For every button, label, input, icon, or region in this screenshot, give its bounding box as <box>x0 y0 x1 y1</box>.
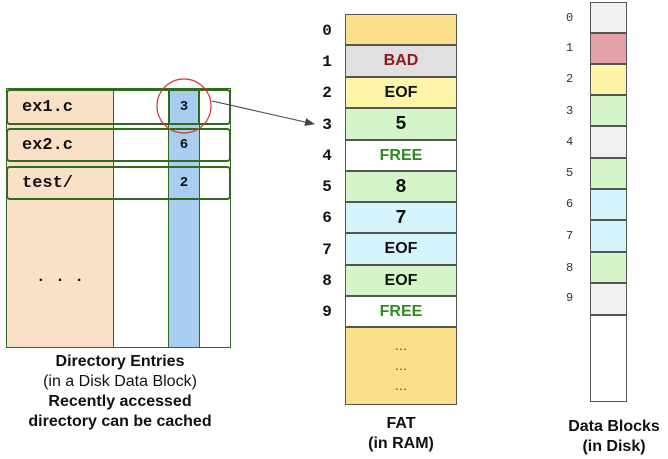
fat-index-7: 7 <box>322 241 332 259</box>
directory-caption: Directory Entries (in a Disk Data Block)… <box>0 352 240 432</box>
fat-cell-4: FREE <box>345 140 457 171</box>
entry-name-ex2: ex2.c <box>22 135 74 155</box>
fat-index-1: 1 <box>322 53 332 71</box>
data-block-index-5: 5 <box>566 166 574 180</box>
fat-ellipsis-1: … <box>394 338 408 353</box>
data-block-index-2: 2 <box>566 72 574 86</box>
data-block-4 <box>590 126 627 158</box>
fat-index-6: 6 <box>322 209 332 227</box>
data-block-rest <box>590 315 627 402</box>
data-block-2 <box>590 64 627 95</box>
data-block-index-9: 9 <box>566 291 574 305</box>
fat-index-3: 3 <box>322 116 332 134</box>
data-block-index-3: 3 <box>566 104 574 118</box>
directory-caption-subtitle: (in a Disk Data Block) <box>43 373 197 390</box>
data-block-index-8: 8 <box>566 261 574 275</box>
entry-block-test: 2 <box>168 166 200 200</box>
directory-tail-column <box>199 88 231 348</box>
fat-cell-7: EOF <box>345 233 457 265</box>
fat-cell-2: EOF <box>345 77 457 108</box>
data-block-6 <box>590 189 627 220</box>
data-blocks-caption-subtitle: (in Disk) <box>582 438 646 455</box>
directory-entry-ex1: ex1.c <box>6 89 231 125</box>
fat-cell-6: 7 <box>345 202 457 233</box>
fat-tail: … … … <box>345 327 457 405</box>
fat-index-0: 0 <box>322 22 332 40</box>
data-block-0 <box>590 2 627 33</box>
fat-cell-1: BAD <box>345 45 457 77</box>
fat-index-5: 5 <box>322 178 332 196</box>
data-block-index-7: 7 <box>566 229 574 243</box>
data-block-3 <box>590 95 627 126</box>
directory-entry-test: test/ <box>6 166 231 200</box>
data-blocks-caption-title: Data Blocks <box>568 418 660 435</box>
directory-caption-note2: directory can be cached <box>28 413 212 430</box>
directory-spacer-column <box>113 88 169 348</box>
highlight-circle <box>156 78 212 134</box>
data-blocks-caption: Data Blocks (in Disk) <box>560 417 668 457</box>
directory-entry-ex2: ex2.c <box>6 128 231 162</box>
fat-caption-subtitle: (in RAM) <box>368 435 434 452</box>
fat-cell-5: 8 <box>345 171 457 202</box>
entry-name-test: test/ <box>22 173 74 193</box>
data-block-5 <box>590 158 627 189</box>
data-block-1 <box>590 33 627 64</box>
fat-index-9: 9 <box>322 303 332 321</box>
fat-caption: FAT (in RAM) <box>345 414 457 454</box>
data-block-9 <box>590 283 627 315</box>
fat-caption-title: FAT <box>386 415 416 432</box>
fat-ellipsis-2: … <box>394 358 408 373</box>
entry-name-ex1: ex1.c <box>22 97 74 117</box>
data-block-index-1: 1 <box>566 41 574 55</box>
fat-cell-9: FREE <box>345 296 457 327</box>
directory-ellipsis: . . . <box>35 268 84 286</box>
data-block-index-4: 4 <box>566 135 574 149</box>
entry-block-ex2: 6 <box>168 128 200 162</box>
directory-caption-title: Directory Entries <box>55 353 185 370</box>
fat-index-4: 4 <box>322 147 332 165</box>
fat-cell-0 <box>345 14 457 45</box>
data-block-8 <box>590 252 627 283</box>
fat-cell-3: 5 <box>345 108 457 140</box>
fat-index-2: 2 <box>322 84 332 102</box>
directory-name-column <box>6 88 114 348</box>
fat-cell-8: EOF <box>345 265 457 296</box>
data-block-index-0: 0 <box>566 11 574 25</box>
data-block-7 <box>590 220 627 252</box>
fat-index-8: 8 <box>322 272 332 290</box>
entry-block-ex1: 3 <box>168 89 200 125</box>
directory-caption-note1: Recently accessed <box>48 393 192 410</box>
data-block-index-6: 6 <box>566 197 574 211</box>
fat-ellipsis-3: … <box>394 378 408 393</box>
